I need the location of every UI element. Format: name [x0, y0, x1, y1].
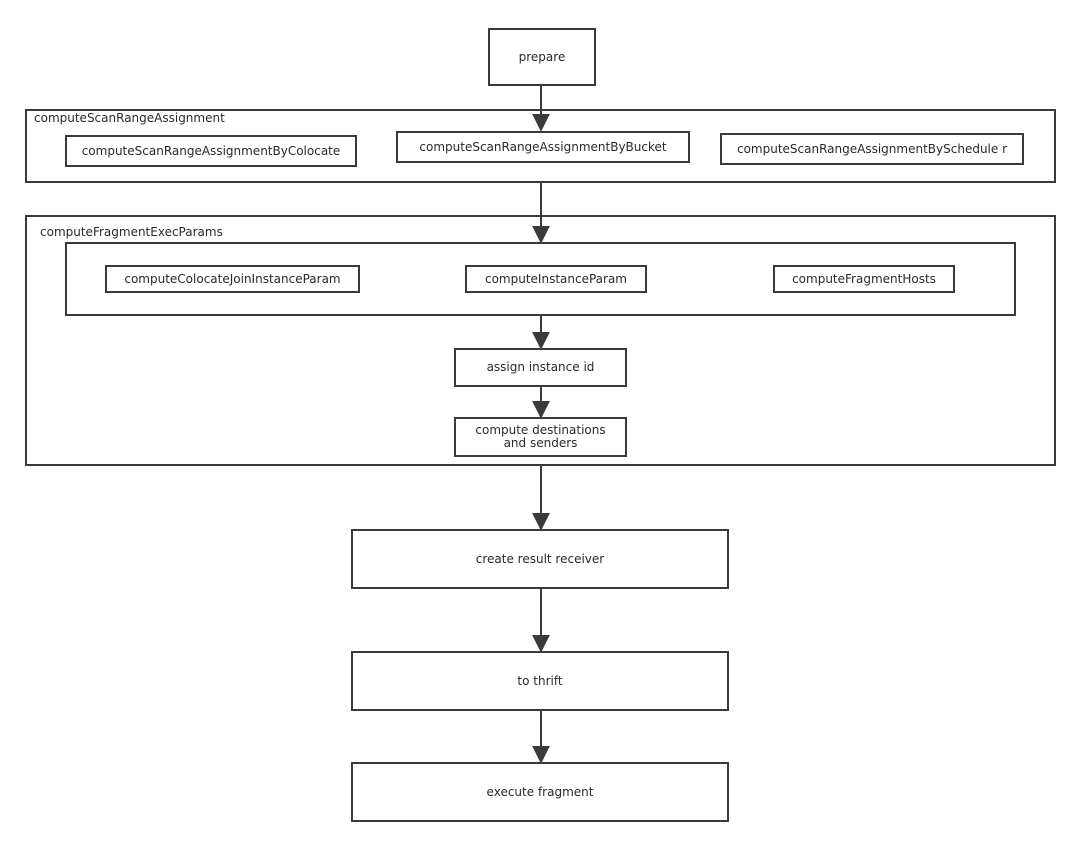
scan-by-scheduler-node: computeScanRangeAssignmentBySchedule r	[720, 133, 1024, 165]
compute-destinations-node: compute destinations and senders	[454, 417, 627, 457]
scan-by-scheduler-label: computeScanRangeAssignmentBySchedule r	[736, 141, 1008, 156]
create-result-receiver-node: create result receiver	[351, 529, 729, 589]
execute-fragment-label: execute fragment	[486, 784, 594, 799]
to-thrift-node: to thrift	[351, 651, 729, 711]
assign-instance-id-node: assign instance id	[454, 348, 627, 387]
scan-range-assignment-group	[25, 109, 1056, 183]
to-thrift-label: to thrift	[517, 673, 563, 688]
fragment-hosts-label: computeFragmentHosts	[792, 271, 936, 286]
compute-destinations-label: compute destinations and senders	[475, 423, 606, 450]
instance-param-label: computeInstanceParam	[484, 271, 627, 286]
scan-by-colocate-label: computeScanRangeAssignmentByColocate	[81, 143, 341, 158]
fragment-exec-params-group	[25, 215, 1056, 466]
instance-params-inner-group	[65, 242, 1016, 316]
colocate-join-instance-param-node: computeColocateJoinInstanceParam	[105, 265, 360, 293]
scan-by-colocate-node: computeScanRangeAssignmentByColocate	[65, 135, 357, 167]
prepare-node: prepare	[488, 28, 596, 86]
scan-range-assignment-group-label: computeScanRangeAssignment	[34, 111, 225, 125]
prepare-label: prepare	[518, 49, 566, 64]
fragment-hosts-node: computeFragmentHosts	[773, 265, 955, 293]
fragment-exec-params-group-label: computeFragmentExecParams	[40, 225, 223, 239]
assign-instance-id-label: assign instance id	[486, 360, 595, 374]
create-result-receiver-label: create result receiver	[475, 551, 605, 566]
colocate-join-instance-param-label: computeColocateJoinInstanceParam	[124, 271, 341, 286]
scan-by-bucket-label: computeScanRangeAssignmentByBucket	[419, 139, 667, 154]
execute-fragment-node: execute fragment	[351, 762, 729, 822]
scan-by-bucket-node: computeScanRangeAssignmentByBucket	[396, 131, 690, 163]
instance-param-node: computeInstanceParam	[465, 265, 647, 293]
